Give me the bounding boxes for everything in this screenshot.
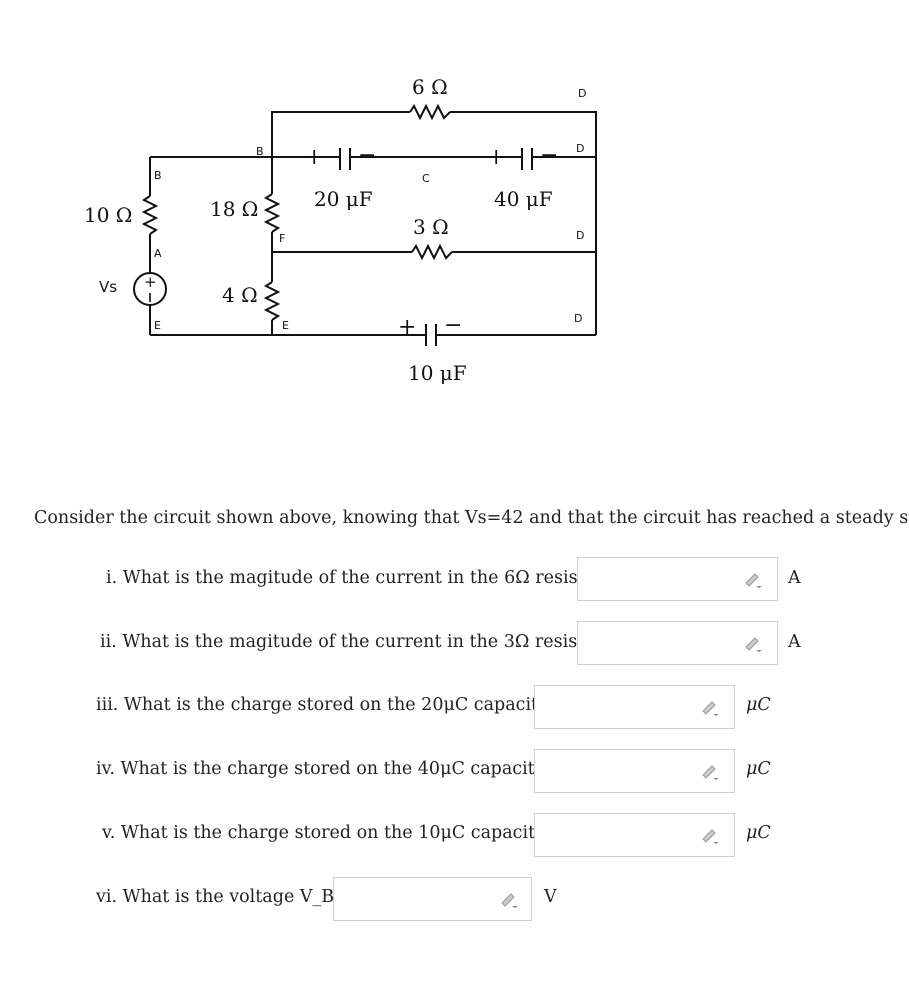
answer-4-field[interactable] [534, 749, 735, 793]
answer-2-field[interactable] [577, 621, 778, 665]
circuit-diagram: + 6 Ω 3 Ω 10 Ω 18 Ω 4 Ω 20 μF 40 μF 10 μ… [84, 75, 597, 385]
resistor-4-ohm [263, 281, 281, 321]
svg-text:−: − [444, 313, 462, 338]
question-5-text: v. What is the charge stored on the 10μC… [102, 823, 564, 843]
pencil-icon[interactable] [701, 762, 721, 780]
answer-5-field[interactable] [534, 813, 735, 857]
c40-label: 40 μF [494, 187, 553, 211]
pencil-icon[interactable] [701, 698, 721, 716]
node-a: A [154, 247, 162, 260]
r10-label: 10 Ω [84, 203, 132, 227]
answer-5-input[interactable] [535, 814, 711, 856]
resistor-6-ohm [409, 103, 451, 121]
source-label: Vs [99, 278, 117, 296]
node-f: F [279, 232, 285, 245]
answer-1-field[interactable] [577, 557, 778, 601]
unit-1: A [788, 568, 801, 588]
unit-6: V [544, 887, 557, 907]
node-b-left: B [154, 169, 162, 182]
svg-text:+: + [487, 145, 505, 170]
c20-label: 20 μF [314, 187, 373, 211]
r3-label: 3 Ω [413, 215, 449, 239]
unit-3: μC [746, 695, 771, 715]
question-1-text: i. What is the magitude of the current i… [106, 568, 613, 588]
r18-label: 18 Ω [210, 197, 258, 221]
svg-text:−: − [540, 143, 558, 168]
unit-5: μC [746, 823, 771, 843]
node-d-1: D [578, 87, 586, 100]
node-c: C [422, 172, 430, 185]
question-intro: Consider the circuit shown above, knowin… [34, 508, 909, 528]
c10-label: 10 μF [408, 361, 467, 385]
svg-text:−: − [358, 143, 376, 168]
node-d-2: D [576, 142, 584, 155]
answer-2-input[interactable] [578, 622, 754, 664]
pencil-icon[interactable] [744, 634, 764, 652]
question-4-text: iv. What is the charge stored on the 40μ… [96, 759, 563, 779]
answer-4-input[interactable] [535, 750, 711, 792]
svg-text:+: + [144, 273, 157, 291]
answer-1-input[interactable] [578, 558, 754, 600]
resistor-10-ohm [141, 195, 159, 235]
answer-6-input[interactable] [334, 878, 508, 920]
node-e-inner: E [282, 319, 289, 332]
node-d-3: D [576, 229, 584, 242]
answer-3-field[interactable] [534, 685, 735, 729]
node-e-left: E [154, 319, 161, 332]
pencil-icon[interactable] [744, 570, 764, 588]
pencil-icon[interactable] [500, 890, 520, 908]
resistor-18-ohm [263, 193, 281, 233]
svg-text:+: + [398, 315, 416, 340]
answer-6-field[interactable] [333, 877, 532, 921]
question-2-text: ii. What is the magitude of the current … [100, 632, 613, 652]
question-6-text: vi. What is the voltage V_BC? [96, 887, 358, 907]
pencil-icon[interactable] [701, 826, 721, 844]
answer-3-input[interactable] [535, 686, 711, 728]
unit-4: μC [746, 759, 771, 779]
unit-2: A [788, 632, 801, 652]
node-d-4: D [574, 312, 582, 325]
node-b-inner: B [256, 145, 264, 158]
r4-label: 4 Ω [222, 283, 258, 307]
svg-text:+: + [305, 145, 323, 170]
question-3-text: iii. What is the charge stored on the 20… [96, 695, 567, 715]
r6-label: 6 Ω [412, 75, 448, 99]
resistor-3-ohm [411, 243, 453, 261]
